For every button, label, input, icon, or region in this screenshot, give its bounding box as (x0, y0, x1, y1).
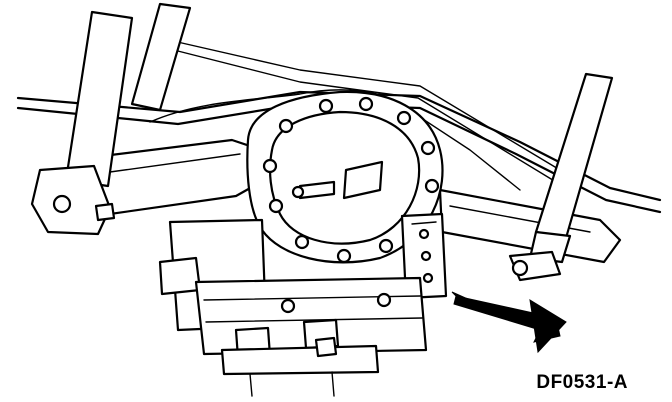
right-shock-absorber (508, 72, 614, 282)
left-shock-absorber (30, 2, 192, 236)
lower-components (158, 218, 428, 397)
cover-bolts (262, 96, 440, 264)
right-axle-tube (438, 188, 622, 264)
figure-id-label: DF0531-A (536, 372, 628, 393)
axle-bracket (400, 212, 448, 300)
differential-housing (246, 90, 444, 264)
arrow-icon (451, 291, 567, 354)
